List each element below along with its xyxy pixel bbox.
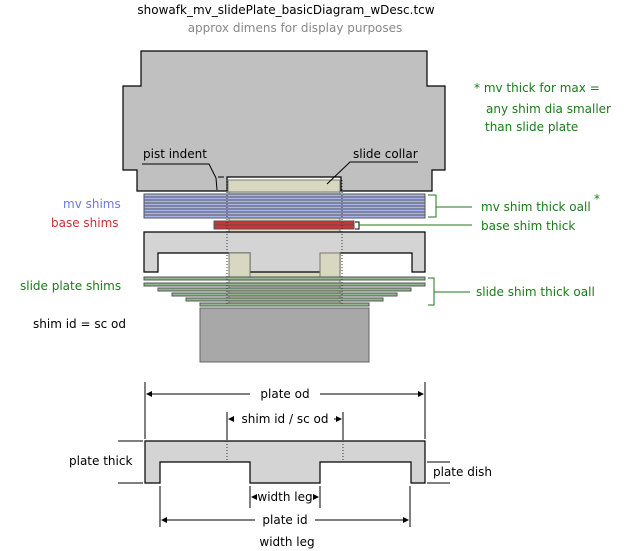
shim-id-sc-od-label: shim id = sc od <box>33 317 126 331</box>
collar-leg-left <box>228 252 251 279</box>
note-line-3: than slide plate <box>485 120 578 134</box>
plate-thick-label: plate thick <box>69 454 132 468</box>
base-shims-label: base shims <box>51 216 119 230</box>
slide-collar-leader <box>326 161 418 185</box>
plate-od-label: plate od <box>260 387 309 401</box>
plate-dish-label: plate dish <box>433 465 492 479</box>
plate-dimension-drawing <box>144 440 426 484</box>
diagram-title: showafk_mv_slidePlate_basicDiagram_wDesc… <box>137 3 434 17</box>
base-shim-thick-label: base shim thick <box>481 219 575 233</box>
slide-shim-thick-label: slide shim thick oall <box>476 285 595 299</box>
note-line-2: any shim dia smaller <box>486 102 611 116</box>
diagram-subtitle: approx dimens for display purposes <box>188 21 403 35</box>
shim-id-label: shim id / sc od <box>242 412 329 426</box>
asterisk-mark: * <box>594 192 600 206</box>
slide-plate <box>143 231 426 273</box>
mv-shims-label: mv shims <box>63 197 121 211</box>
mv-shim-stack <box>143 193 426 219</box>
width-leg-bottom-label: width leg <box>259 535 314 549</box>
note-line-1: * mv thick for max = <box>474 81 600 95</box>
slide-plate-shim-stack <box>143 276 426 307</box>
base-shim-bracket <box>355 221 360 230</box>
slide-collar-top <box>227 179 341 193</box>
width-leg-label: width leg <box>257 490 312 504</box>
pist-indent-leader <box>142 163 218 191</box>
base-block <box>199 307 370 363</box>
pist-indent-label: pist indent <box>143 147 207 161</box>
slide-plate-shims-label: slide plate shims <box>20 279 121 293</box>
mv-shim-thick-label: mv shim thick oall <box>481 200 591 214</box>
base-shim-stack <box>213 220 355 230</box>
slide-collar-label: slide collar <box>353 147 418 161</box>
slide-shim-bracket <box>428 277 435 306</box>
plate-id-label: plate id <box>262 513 307 527</box>
mv-shim-bracket <box>428 194 437 218</box>
collar-leg-right <box>319 252 341 279</box>
piston-block <box>122 50 446 192</box>
